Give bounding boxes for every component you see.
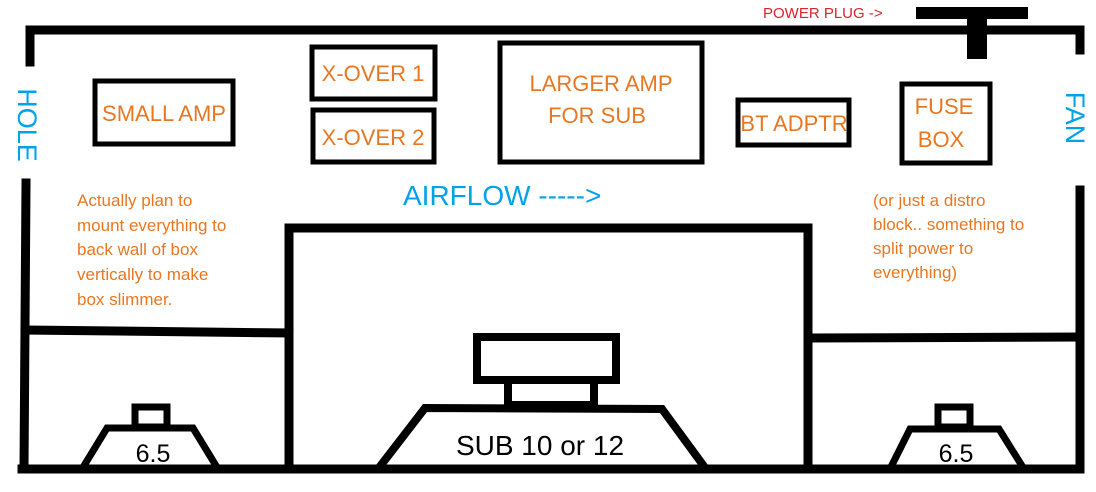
xover1-label: X-OVER 1 [322, 61, 425, 86]
right-note-line: split power to [873, 239, 973, 258]
right-speaker-cone [886, 425, 1027, 471]
left-speaker-cone [79, 424, 221, 471]
sub-label: SUB 10 or 12 [456, 430, 624, 461]
right-chamber-divider [803, 332, 1085, 343]
sub-cone [374, 403, 710, 472]
right-note-line: block.. something to [873, 215, 1024, 234]
sub-magnet-top [473, 333, 620, 384]
fuse-box-label-line1: FUSE [915, 94, 974, 119]
xover1-box [309, 44, 438, 102]
left-note-line: Actually plan to [77, 191, 192, 210]
left-speaker-magnet [131, 403, 171, 431]
right-note-line: (or just a distro [873, 191, 985, 210]
small-amp-box [92, 78, 236, 147]
left-note-line: vertically to make [77, 265, 208, 284]
airflow-label: AIRFLOW -----> [403, 180, 601, 211]
right-speaker-label: 6.5 [939, 440, 974, 468]
left-chamber-divider [21, 325, 294, 338]
fan-label: FAN [1060, 92, 1090, 145]
power-plug-stem [967, 19, 987, 59]
sub-magnet-neck [504, 376, 598, 409]
small-amp-label: SMALL AMP [102, 101, 226, 126]
xover2-label: X-OVER 2 [322, 125, 425, 150]
bt-adapter-box [735, 97, 852, 148]
right-note-line: everything) [873, 263, 957, 282]
xover2-box [310, 107, 437, 165]
larger-amp-label-line1: LARGER AMP [529, 71, 672, 96]
fuse-box [899, 81, 993, 166]
larger-amp-label-line2: FOR SUB [548, 103, 646, 128]
fuse-box-label-line2: BOX [918, 127, 965, 152]
left-note-line: back wall of box [77, 240, 198, 259]
power-plug-bar [916, 7, 1028, 19]
hole-label: HOLE [12, 88, 42, 162]
left-note-line: box slimmer. [77, 290, 172, 309]
left-note-line: mount everything to [77, 216, 226, 235]
larger-amp-box [497, 40, 705, 165]
right-speaker-magnet [934, 403, 974, 431]
left-speaker-label: 6.5 [136, 440, 171, 468]
power-plug-label: POWER PLUG -> [763, 5, 883, 22]
bt-adapter-label: BT ADPTR [740, 111, 847, 136]
enclosure-outline [17, 25, 1085, 474]
